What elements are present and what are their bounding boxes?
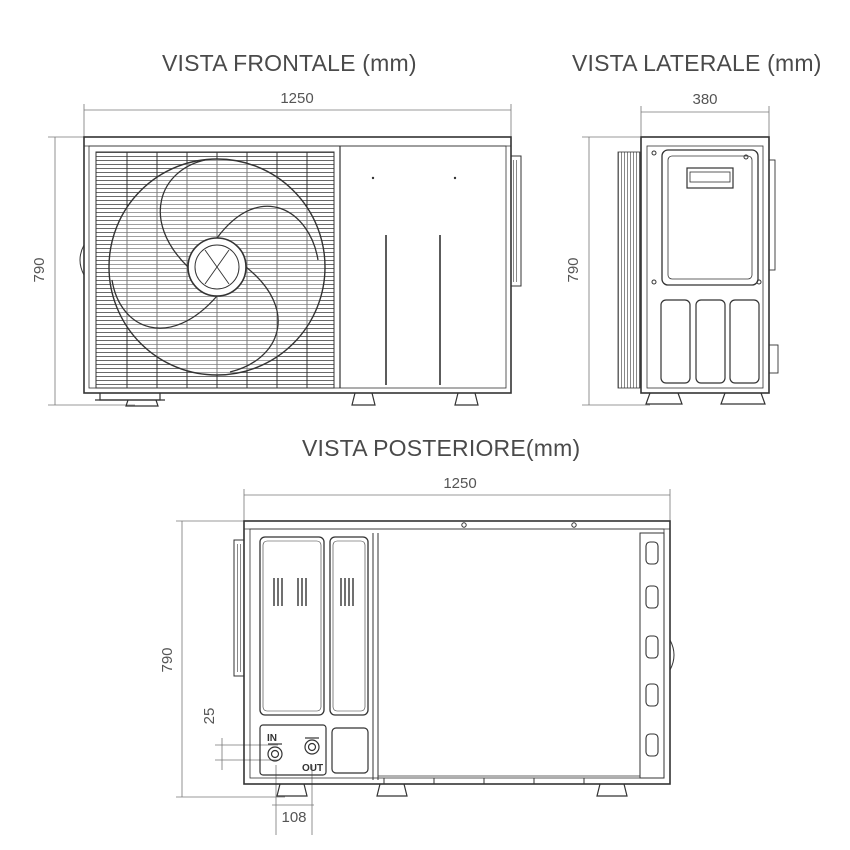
- side-depth-label: 380: [692, 91, 717, 108]
- rear-width-dimension: 1250: [243, 475, 671, 522]
- rear-height-label: 790: [159, 647, 176, 672]
- inlet-connector: [267, 743, 283, 762]
- front-view: 1250 790: [31, 90, 522, 407]
- outlet-connector: [304, 737, 320, 755]
- side-height-label: 790: [565, 257, 582, 282]
- front-height-label: 790: [31, 257, 48, 282]
- rear-cabinet: [243, 520, 671, 785]
- front-width-dimension: 1250: [83, 90, 512, 140]
- front-view-title: VISTA FRONTALE (mm): [162, 50, 417, 76]
- rear-offset-bottom-dimension: 25: [201, 708, 278, 770]
- front-height-dimension: 790: [31, 136, 135, 406]
- rear-width-label: 1250: [443, 475, 476, 492]
- side-height-dimension: 790: [565, 136, 650, 406]
- rear-offset-side-dimension: 108: [272, 765, 314, 835]
- inlet-label: IN: [267, 733, 277, 744]
- rear-view-title: VISTA POSTERIORE(mm): [302, 435, 581, 461]
- rear-height-dimension: 790: [159, 520, 285, 798]
- front-width-label: 1250: [280, 90, 313, 107]
- side-cabinet: [640, 136, 770, 394]
- fan: [108, 158, 326, 376]
- side-view-title: VISTA LATERALE (mm): [572, 50, 822, 76]
- rear-offset-side-label: 108: [281, 809, 306, 826]
- side-view: 380 790: [565, 91, 779, 406]
- rear-offset-bottom-label: 25: [201, 708, 218, 725]
- rear-view: 1250 790 25 108: [159, 475, 675, 835]
- side-depth-dimension: 380: [640, 91, 770, 140]
- outlet-label: OUT: [302, 763, 323, 774]
